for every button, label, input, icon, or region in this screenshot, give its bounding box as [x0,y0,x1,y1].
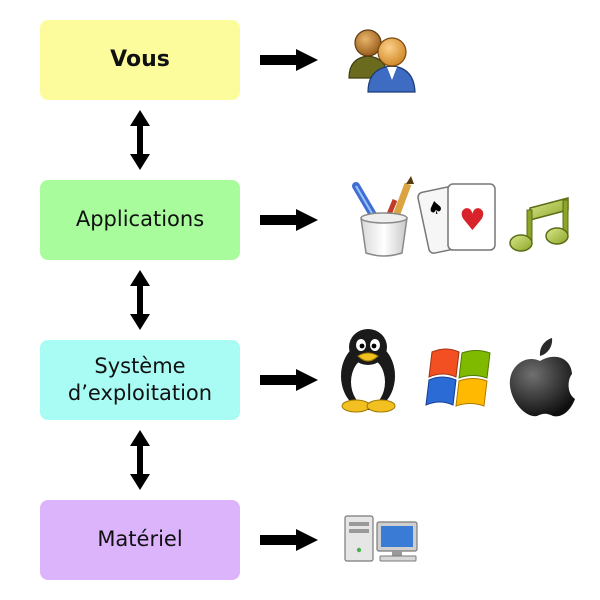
double-arrow-connector [130,270,150,330]
right-arrow-pointer [260,49,318,71]
layer-vous: Vous [40,20,240,100]
layer-label: Vous [110,46,170,72]
svg-text:♥: ♥ [459,203,486,238]
layer-label: Matériel [97,527,183,552]
layer-systeme-exploitation: Système d’exploitation [40,340,240,420]
double-arrow-connector [130,430,150,490]
playing-cards-icon: ♠ ♥ [417,183,496,254]
double-arrow-connector [130,110,150,170]
users-icon [348,29,416,93]
pencil-cup-icon [352,176,414,257]
layer-materiel: Matériel [40,500,240,580]
apple-logo-icon [509,338,575,417]
computer-icon [344,515,418,562]
right-arrow-pointer [260,369,318,391]
layer-label: Système d’exploitation [67,353,213,405]
right-arrow-pointer [260,529,318,551]
right-arrow-pointer [260,209,318,231]
svg-text:♠: ♠ [426,196,446,220]
music-note-icon [509,197,569,252]
layer-applications: Applications [40,180,240,260]
layer-label: Applications [75,207,205,232]
windows-logo-icon [425,348,491,407]
linux-penguin-icon [341,329,396,413]
